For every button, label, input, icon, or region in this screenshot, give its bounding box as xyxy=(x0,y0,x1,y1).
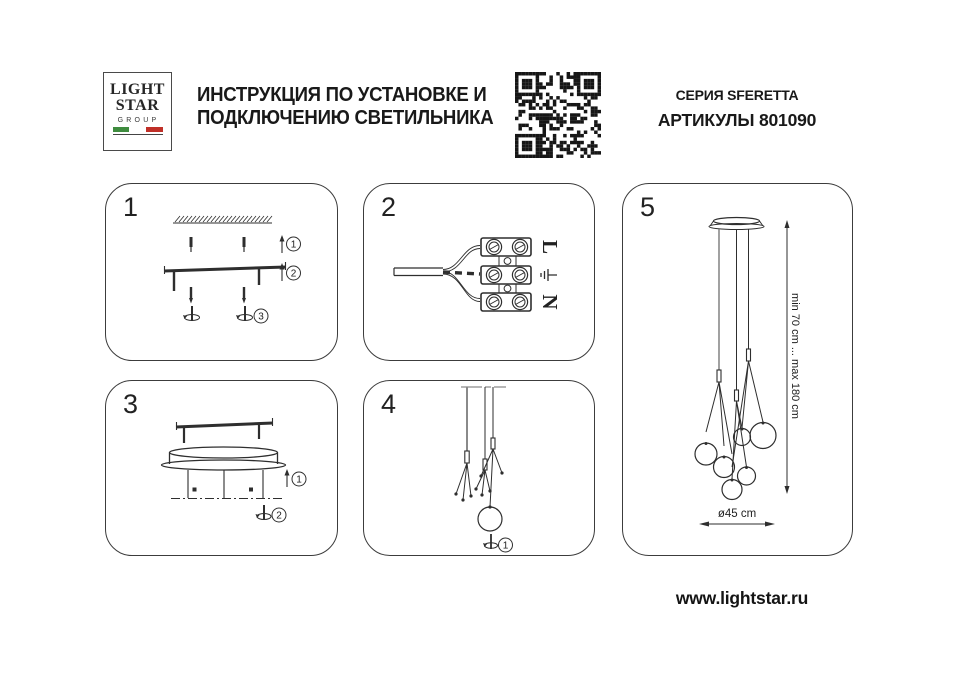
wire-ground xyxy=(442,270,481,276)
step-2-number: 2 xyxy=(381,192,397,222)
step-3-panel: 3 1 xyxy=(105,380,338,556)
callout-1: 1 xyxy=(498,537,513,553)
title-line-2: ПОДКЛЮЧЕНИЮ СВЕТИЛЬНИКА xyxy=(197,107,494,129)
step-4-panel: 4 xyxy=(363,380,595,556)
dowel-icon xyxy=(189,237,246,252)
glass-ball-cluster xyxy=(694,421,777,501)
arrow-up-icon xyxy=(279,235,285,253)
callout-2: 2 xyxy=(286,265,301,281)
svg-text:2: 2 xyxy=(276,511,282,522)
arrow-up-icon xyxy=(284,469,290,487)
step-2-diagram: L N xyxy=(393,237,562,312)
step-1-diagram: 1 2 xyxy=(163,215,301,324)
logo-group: GROUP xyxy=(117,117,160,124)
series-label: СЕРИЯ SFERETTA xyxy=(675,87,799,103)
step-5-number: 5 xyxy=(640,192,656,222)
website-link[interactable]: www.lightstar.ru xyxy=(675,588,809,608)
logo-star: STAR xyxy=(115,97,160,114)
mounting-bracket xyxy=(163,262,287,291)
callout-2: 2 xyxy=(271,507,287,523)
turn-screw-icon xyxy=(183,306,253,321)
step-4-diagram: 1 xyxy=(454,386,513,553)
lightstar-logo: LIGHT STAR GROUP xyxy=(103,72,172,151)
svg-text:2: 2 xyxy=(291,269,297,280)
ground-symbol xyxy=(540,269,557,281)
svg-text:1: 1 xyxy=(503,541,509,552)
italian-flag xyxy=(112,127,163,132)
step-5-panel: 5 xyxy=(622,183,853,556)
callout-3: 3 xyxy=(253,308,269,324)
suspension-wires xyxy=(716,229,752,402)
product-info: СЕРИЯ SFERETTA АРТИКУЛЫ 801090 xyxy=(632,87,842,131)
svg-text:1: 1 xyxy=(296,475,302,486)
terminal-screws xyxy=(485,238,529,311)
height-dimension: min 70 cm ... max 180 cm xyxy=(784,220,801,494)
canopy xyxy=(160,446,287,471)
diameter-dimension: ø45 cm xyxy=(699,508,775,527)
wire-live xyxy=(442,245,481,273)
glass-ball xyxy=(477,506,503,532)
suspension-stems xyxy=(187,470,264,498)
step-3-number: 3 xyxy=(123,389,139,419)
turn-screw-icon xyxy=(255,505,272,520)
step-5-diagram: min 70 cm ... max 180 cm ø45 cm xyxy=(694,216,801,527)
supply-cable xyxy=(393,267,443,277)
neutral-label: N xyxy=(538,294,562,309)
qr-code xyxy=(515,72,602,159)
terminal-block xyxy=(480,237,532,312)
callout-1: 1 xyxy=(286,236,301,252)
arrow-up-icon xyxy=(279,263,285,281)
screw-down-icon xyxy=(189,287,246,304)
wire-neutral xyxy=(442,271,481,302)
logo-underline xyxy=(112,133,163,135)
step-1-number: 1 xyxy=(123,192,139,222)
step-2-panel: 2 xyxy=(363,183,595,361)
step-1-panel: 1 1 xyxy=(105,183,338,361)
step-4-number: 4 xyxy=(381,389,397,419)
canopy xyxy=(708,216,765,230)
page-title: ИНСТРУКЦИЯ ПО УСТАНОВКЕ И ПОДКЛЮЧЕНИЮ СВ… xyxy=(197,84,494,130)
turn-screw-icon xyxy=(483,534,498,549)
height-dimension-label: min 70 cm ... max 180 cm xyxy=(789,293,801,419)
svg-text:3: 3 xyxy=(258,312,264,323)
mounting-bracket xyxy=(175,418,274,443)
suspension-wires xyxy=(464,387,496,471)
live-label: L xyxy=(538,240,562,254)
logo-light: LIGHT xyxy=(110,81,165,98)
article-label: АРТИКУЛЫ 801090 xyxy=(657,110,817,130)
ceiling-hatch xyxy=(173,215,273,224)
svg-text:1: 1 xyxy=(291,240,297,251)
step-3-diagram: 1 2 xyxy=(160,418,307,523)
qr-code-image xyxy=(515,72,602,159)
cord-spread xyxy=(454,448,504,509)
title-line-1: ИНСТРУКЦИЯ ПО УСТАНОВКЕ И xyxy=(197,84,487,106)
diameter-label: ø45 cm xyxy=(718,508,756,520)
callout-1: 1 xyxy=(291,471,307,487)
